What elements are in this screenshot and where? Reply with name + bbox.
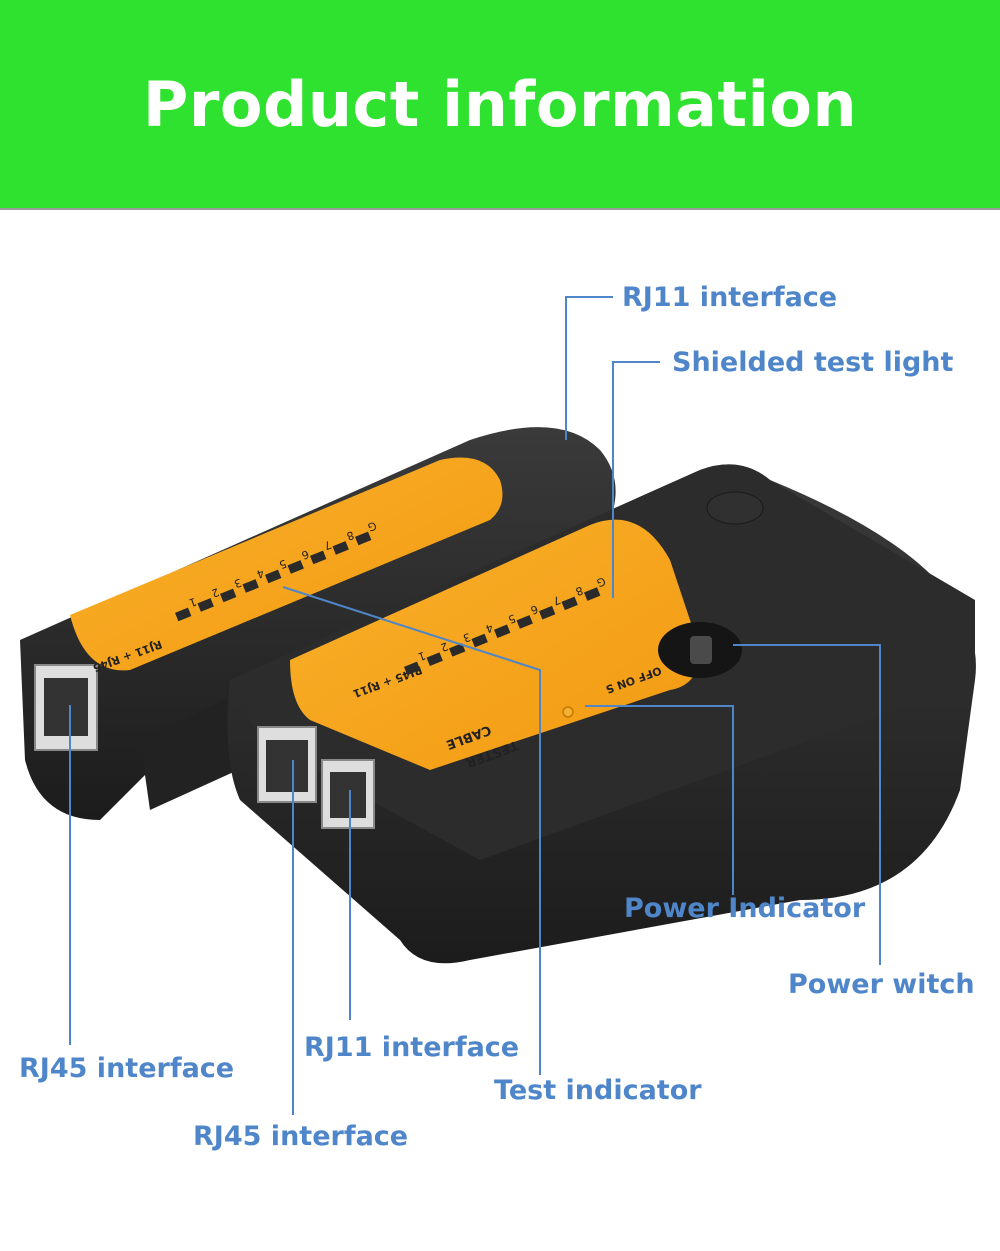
remote-led-1 (175, 607, 192, 622)
main-led-7 (539, 605, 556, 620)
callout-rj11-top: RJ11 interface (622, 282, 838, 313)
remote-led-8 (332, 541, 349, 555)
header-banner: Product information (0, 0, 1000, 210)
callout-rj11-bottom: RJ11 interface (304, 1032, 520, 1063)
remote-led-5 (265, 569, 282, 584)
remote-led-label-7: 7 (322, 538, 333, 553)
callout-leader-lines (69, 296, 881, 1115)
callout-rj45-bottom: RJ45 interface (193, 1121, 409, 1152)
main-orange-panel (290, 519, 700, 770)
remote-led-label-6: 6 (300, 547, 311, 562)
callout-rj45-left: RJ45 interface (19, 1053, 235, 1084)
leader-test-indicator (282, 586, 541, 1075)
power-indicator-led (562, 706, 574, 718)
leader-shielded-light (612, 361, 660, 598)
main-led-3 (449, 643, 466, 657)
remote-led-label-3: 3 (232, 576, 243, 591)
power-switch-slider[interactable] (690, 636, 712, 664)
battery-cover-dot (706, 491, 764, 525)
remote-led-2 (197, 598, 214, 612)
main-led-label-6: 6 (529, 602, 540, 617)
callout-power-indicator: Power Indicator (624, 893, 866, 924)
main-led-8 (561, 596, 578, 611)
callout-power-switch: Power witch (788, 969, 975, 1000)
main-led-label-1: 1 (416, 649, 427, 664)
main-led-label-G: G (595, 574, 607, 589)
remote-led-6 (287, 560, 304, 574)
main-led-4 (471, 633, 488, 648)
main-led-G (584, 587, 601, 601)
remote-led-label-2: 2 (210, 585, 221, 600)
main-led-label-3: 3 (461, 630, 472, 645)
main-led-label-7: 7 (551, 593, 562, 608)
banner-title: Product information (142, 67, 858, 141)
leader-power-switch (733, 644, 881, 965)
main-led-label-5: 5 (506, 611, 517, 626)
remote-led-G (355, 531, 372, 546)
remote-led-3 (220, 588, 237, 603)
leader-power-indicator (585, 705, 734, 895)
callout-shielded-light: Shielded test light (672, 347, 954, 378)
callout-test-indicator: Test indicator (494, 1075, 702, 1106)
main-led-label-2: 2 (439, 639, 450, 654)
remote-led-label-4: 4 (255, 566, 266, 581)
main-led-1 (404, 661, 421, 676)
main-led-2 (426, 652, 443, 666)
main-led-6 (516, 615, 533, 629)
remote-led-label-8: 8 (345, 528, 356, 543)
main-led-label-8: 8 (574, 584, 585, 599)
remote-led-label-G: G (366, 519, 378, 534)
main-led-5 (494, 624, 511, 639)
remote-led-4 (242, 579, 259, 593)
main-unit: CABLE TESTER RJ45 + RJ11 OFF ON S 123456… (175, 464, 976, 964)
remote-led-label-5: 5 (277, 557, 288, 572)
leader-rj11-top (565, 296, 613, 440)
remote-led-7 (310, 550, 327, 565)
main-led-label-4: 4 (484, 621, 495, 636)
remote-led-label-1: 1 (187, 595, 198, 610)
